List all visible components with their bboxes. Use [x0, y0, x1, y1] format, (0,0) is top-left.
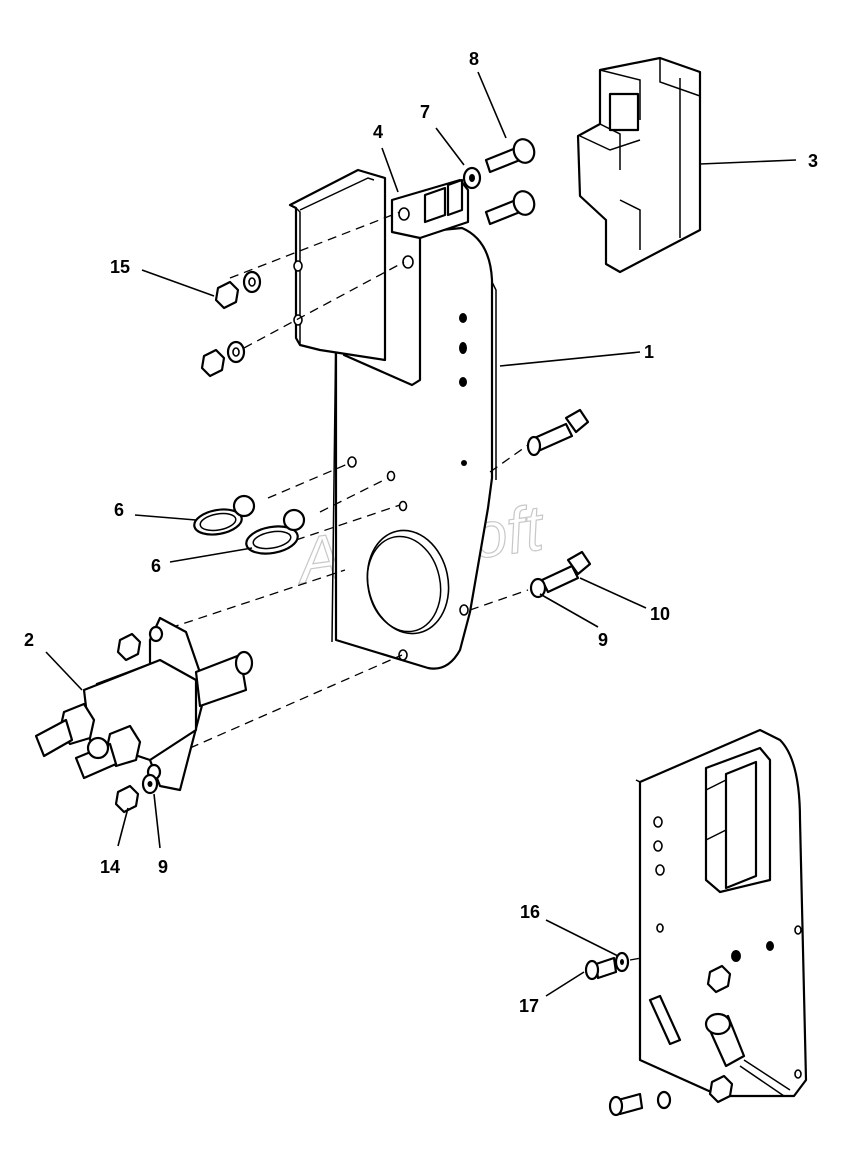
- screw-17: [584, 956, 618, 981]
- washer-9-lower: [141, 773, 159, 795]
- bolt-10: [529, 550, 592, 599]
- callout-1: 1: [644, 342, 654, 362]
- washer-16: [614, 951, 630, 973]
- callout-8: 8: [469, 49, 479, 69]
- nut-15: [214, 270, 262, 310]
- callout-16: 16: [520, 902, 540, 922]
- inset-assembly: [635, 728, 808, 1104]
- hose-clamp-lower: [245, 508, 306, 555]
- solenoid: [34, 616, 254, 792]
- relay-module: [576, 56, 702, 274]
- callout-15: 15: [110, 257, 130, 277]
- callout-2: 2: [24, 630, 34, 650]
- callout-4: 4: [373, 122, 383, 142]
- callout-10: 10: [650, 604, 670, 624]
- callout-7: 7: [420, 102, 430, 122]
- bolt-upper: [484, 138, 536, 174]
- callout-9-lower: 9: [158, 857, 168, 877]
- callout-3: 3: [808, 151, 818, 171]
- bolt-lower: [484, 190, 536, 226]
- callout-9-right: 9: [598, 630, 608, 650]
- screw-inset-lower: [608, 1090, 672, 1117]
- nut-14: [114, 784, 140, 814]
- bolt-side: [526, 408, 590, 457]
- callout-14: 14: [100, 857, 120, 877]
- hose-clamp-upper: [193, 494, 256, 536]
- callout-6-lower: 6: [151, 556, 161, 576]
- leader-lines: [45, 71, 797, 997]
- callouts: 1 2 3 4 6 6 7 8 9 9 10 14 15 16 17: [24, 49, 818, 1016]
- callout-6-upper: 6: [114, 500, 124, 520]
- washer-7: [462, 166, 482, 190]
- callout-17: 17: [519, 996, 539, 1016]
- nut-upper-solenoid: [116, 632, 142, 662]
- mounting-plate: [331, 226, 497, 670]
- mounting-bracket: [288, 168, 470, 362]
- nut-lower-left: [200, 340, 246, 378]
